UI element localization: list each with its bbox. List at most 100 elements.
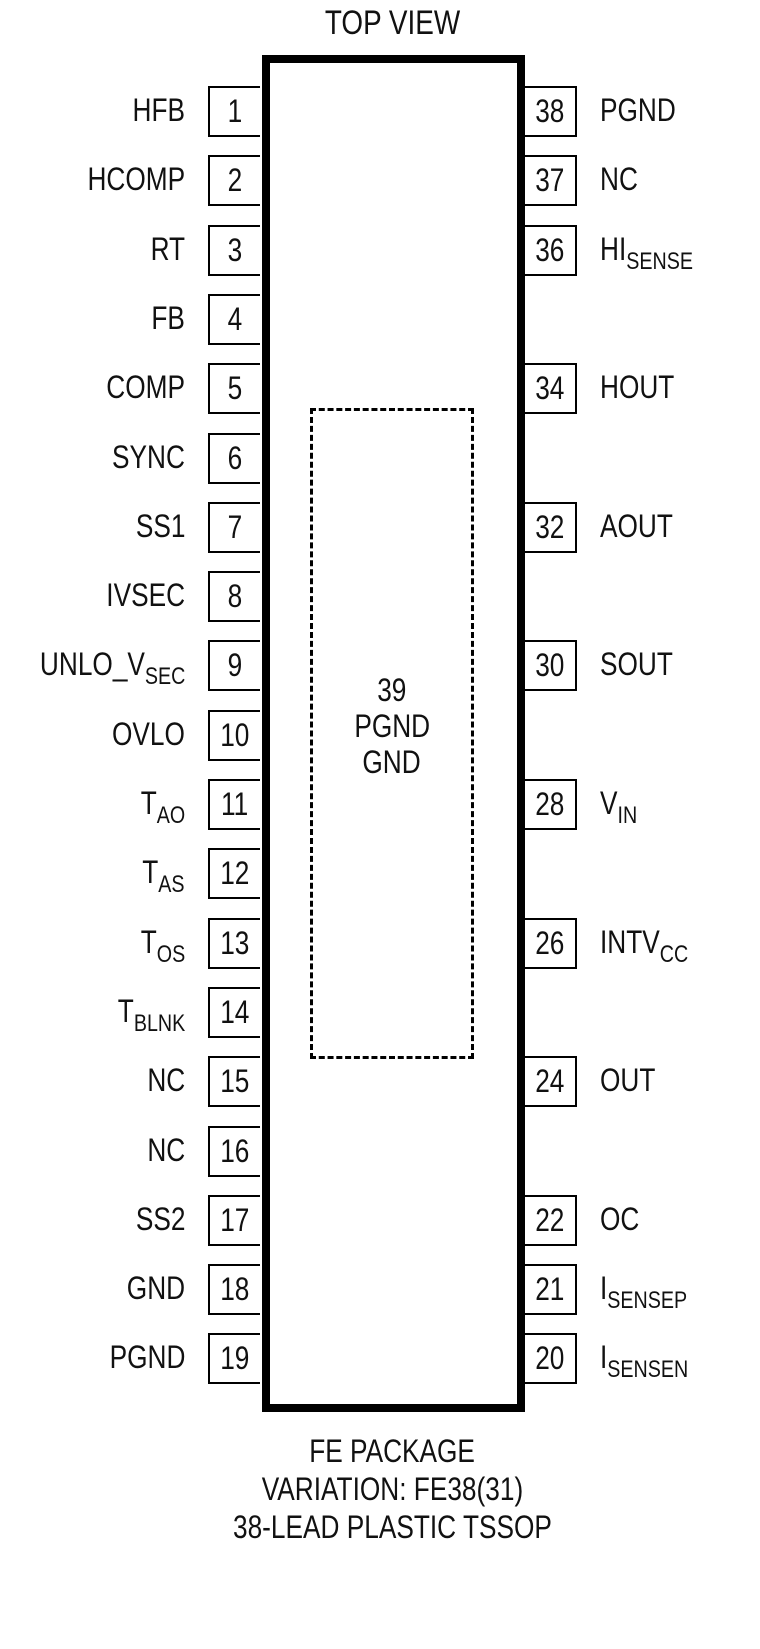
- pin-34-label: HOUT: [600, 364, 691, 411]
- pin-name: PGND: [109, 1339, 185, 1375]
- pin-name: IVSEC: [106, 577, 185, 613]
- pin-number: 34: [535, 370, 565, 406]
- caption-line-3: 38-LEAD PLASTIC TSSOP: [233, 1509, 552, 1545]
- pin-name: NC: [147, 1132, 185, 1168]
- pin-13-box: 13: [208, 918, 260, 969]
- pin-number: 19: [220, 1340, 250, 1376]
- pin-3-label: RT: [143, 226, 185, 273]
- pin-22-box: 22: [525, 1195, 577, 1246]
- pin-15-label: NC: [139, 1057, 185, 1104]
- exposed-pad-label: 39 PGND GND: [310, 672, 474, 780]
- pin-36-label: HISENSE: [600, 226, 713, 276]
- pin-name: HI: [600, 231, 627, 267]
- pin-number: 20: [535, 1340, 565, 1376]
- pin-30-label: SOUT: [600, 641, 689, 688]
- pin-number: 15: [220, 1063, 250, 1099]
- pin-name: HFB: [132, 92, 185, 128]
- pin-number: 24: [535, 1063, 565, 1099]
- pin-8-box: 8: [208, 571, 260, 622]
- pin-name-subscript: SEC: [144, 663, 185, 690]
- pin-name: SYNC: [112, 439, 185, 475]
- pin-21-box: 21: [525, 1264, 577, 1315]
- pin-11-box: 11: [208, 779, 260, 830]
- pin-number: 7: [227, 509, 243, 545]
- pin-13-label: TOS: [131, 919, 185, 969]
- pin-number: 32: [535, 509, 565, 545]
- pin-28-label: VIN: [600, 780, 645, 830]
- pin-3-box: 3: [208, 225, 260, 276]
- pin-18-box: 18: [208, 1264, 260, 1315]
- pin-5-box: 5: [208, 363, 260, 414]
- diagram-title: TOP VIEW: [0, 0, 760, 46]
- pin-number: 11: [221, 786, 249, 822]
- pin-37-label: NC: [600, 156, 646, 203]
- pin-name: PGND: [600, 92, 676, 128]
- pin-number: 18: [220, 1271, 250, 1307]
- pin-12-label: TAS: [133, 849, 185, 899]
- pin-number: 22: [535, 1202, 565, 1238]
- pin-14-label: TBLNK: [103, 988, 185, 1038]
- pin-number: 9: [227, 647, 243, 683]
- exposed-pad-number: 39: [377, 672, 407, 708]
- pin-name: UNLO_V: [39, 646, 145, 682]
- pin-5-label: COMP: [89, 364, 185, 411]
- pin-name: I: [600, 1339, 608, 1375]
- pin-14-box: 14: [208, 987, 260, 1038]
- pin-name-subscript: AS: [158, 871, 185, 898]
- exposed-pad-line1: PGND: [354, 708, 430, 744]
- pin-20-box: 20: [525, 1333, 577, 1384]
- pin-name-subscript: SENSEN: [607, 1356, 689, 1383]
- pin-32-box: 32: [525, 502, 577, 553]
- pin-name: NC: [600, 161, 638, 197]
- pin-18-label: GND: [114, 1265, 185, 1312]
- pin-name: OVLO: [112, 716, 185, 752]
- pin-20-label: ISENSEN: [600, 1334, 708, 1384]
- pin-name: I: [600, 1270, 608, 1306]
- pin-name: FB: [151, 300, 185, 336]
- pin-name: OC: [600, 1201, 640, 1237]
- pin-name: V: [600, 785, 618, 821]
- pin-name: SS2: [135, 1201, 185, 1237]
- pin-4-label: FB: [144, 295, 185, 342]
- pin-number: 5: [227, 370, 243, 406]
- pin-19-box: 19: [208, 1333, 260, 1384]
- pin-name-subscript: AO: [156, 802, 185, 829]
- pin-26-box: 26: [525, 918, 577, 969]
- pin-name: T: [142, 854, 159, 890]
- pin-number: 16: [220, 1133, 250, 1169]
- pin-38-label: PGND: [600, 87, 692, 134]
- pin-name-subscript: CC: [659, 941, 689, 968]
- pin-number: 30: [535, 647, 565, 683]
- pin-12-box: 12: [208, 848, 260, 899]
- caption-line-2: VARIATION: FE38(31): [261, 1471, 524, 1507]
- pin-22-label: OC: [600, 1196, 648, 1243]
- pin-number: 37: [535, 162, 565, 198]
- pin-1-label: HFB: [121, 87, 185, 134]
- pin-number: 12: [220, 855, 250, 891]
- pin-10-label: OVLO: [96, 711, 185, 758]
- pin-30-box: 30: [525, 640, 577, 691]
- pin-2-box: 2: [208, 155, 260, 206]
- pin-7-box: 7: [208, 502, 260, 553]
- pin-number: 36: [535, 232, 565, 268]
- pin-2-label: HCOMP: [66, 156, 185, 203]
- pin-name: RT: [150, 231, 185, 267]
- pin-number: 8: [227, 578, 243, 614]
- pin-26-label: INTVCC: [600, 919, 708, 969]
- pin-name: T: [140, 785, 157, 821]
- pin-name-subscript: OS: [156, 941, 185, 968]
- pin-name: GND: [126, 1270, 185, 1306]
- pin-number: 28: [535, 786, 565, 822]
- pin-name: COMP: [106, 369, 185, 405]
- pin-number: 21: [535, 1271, 565, 1307]
- pin-name: AOUT: [600, 508, 673, 544]
- pin-16-box: 16: [208, 1126, 260, 1177]
- pin-name: SOUT: [600, 646, 673, 682]
- pin-17-box: 17: [208, 1195, 260, 1246]
- pin-24-label: OUT: [600, 1057, 668, 1104]
- pin-6-box: 6: [208, 433, 260, 484]
- pin-name: SS1: [135, 508, 185, 544]
- title-text: TOP VIEW: [324, 4, 461, 42]
- pin-name: INTV: [600, 924, 660, 960]
- ic-package-body: [262, 55, 525, 1412]
